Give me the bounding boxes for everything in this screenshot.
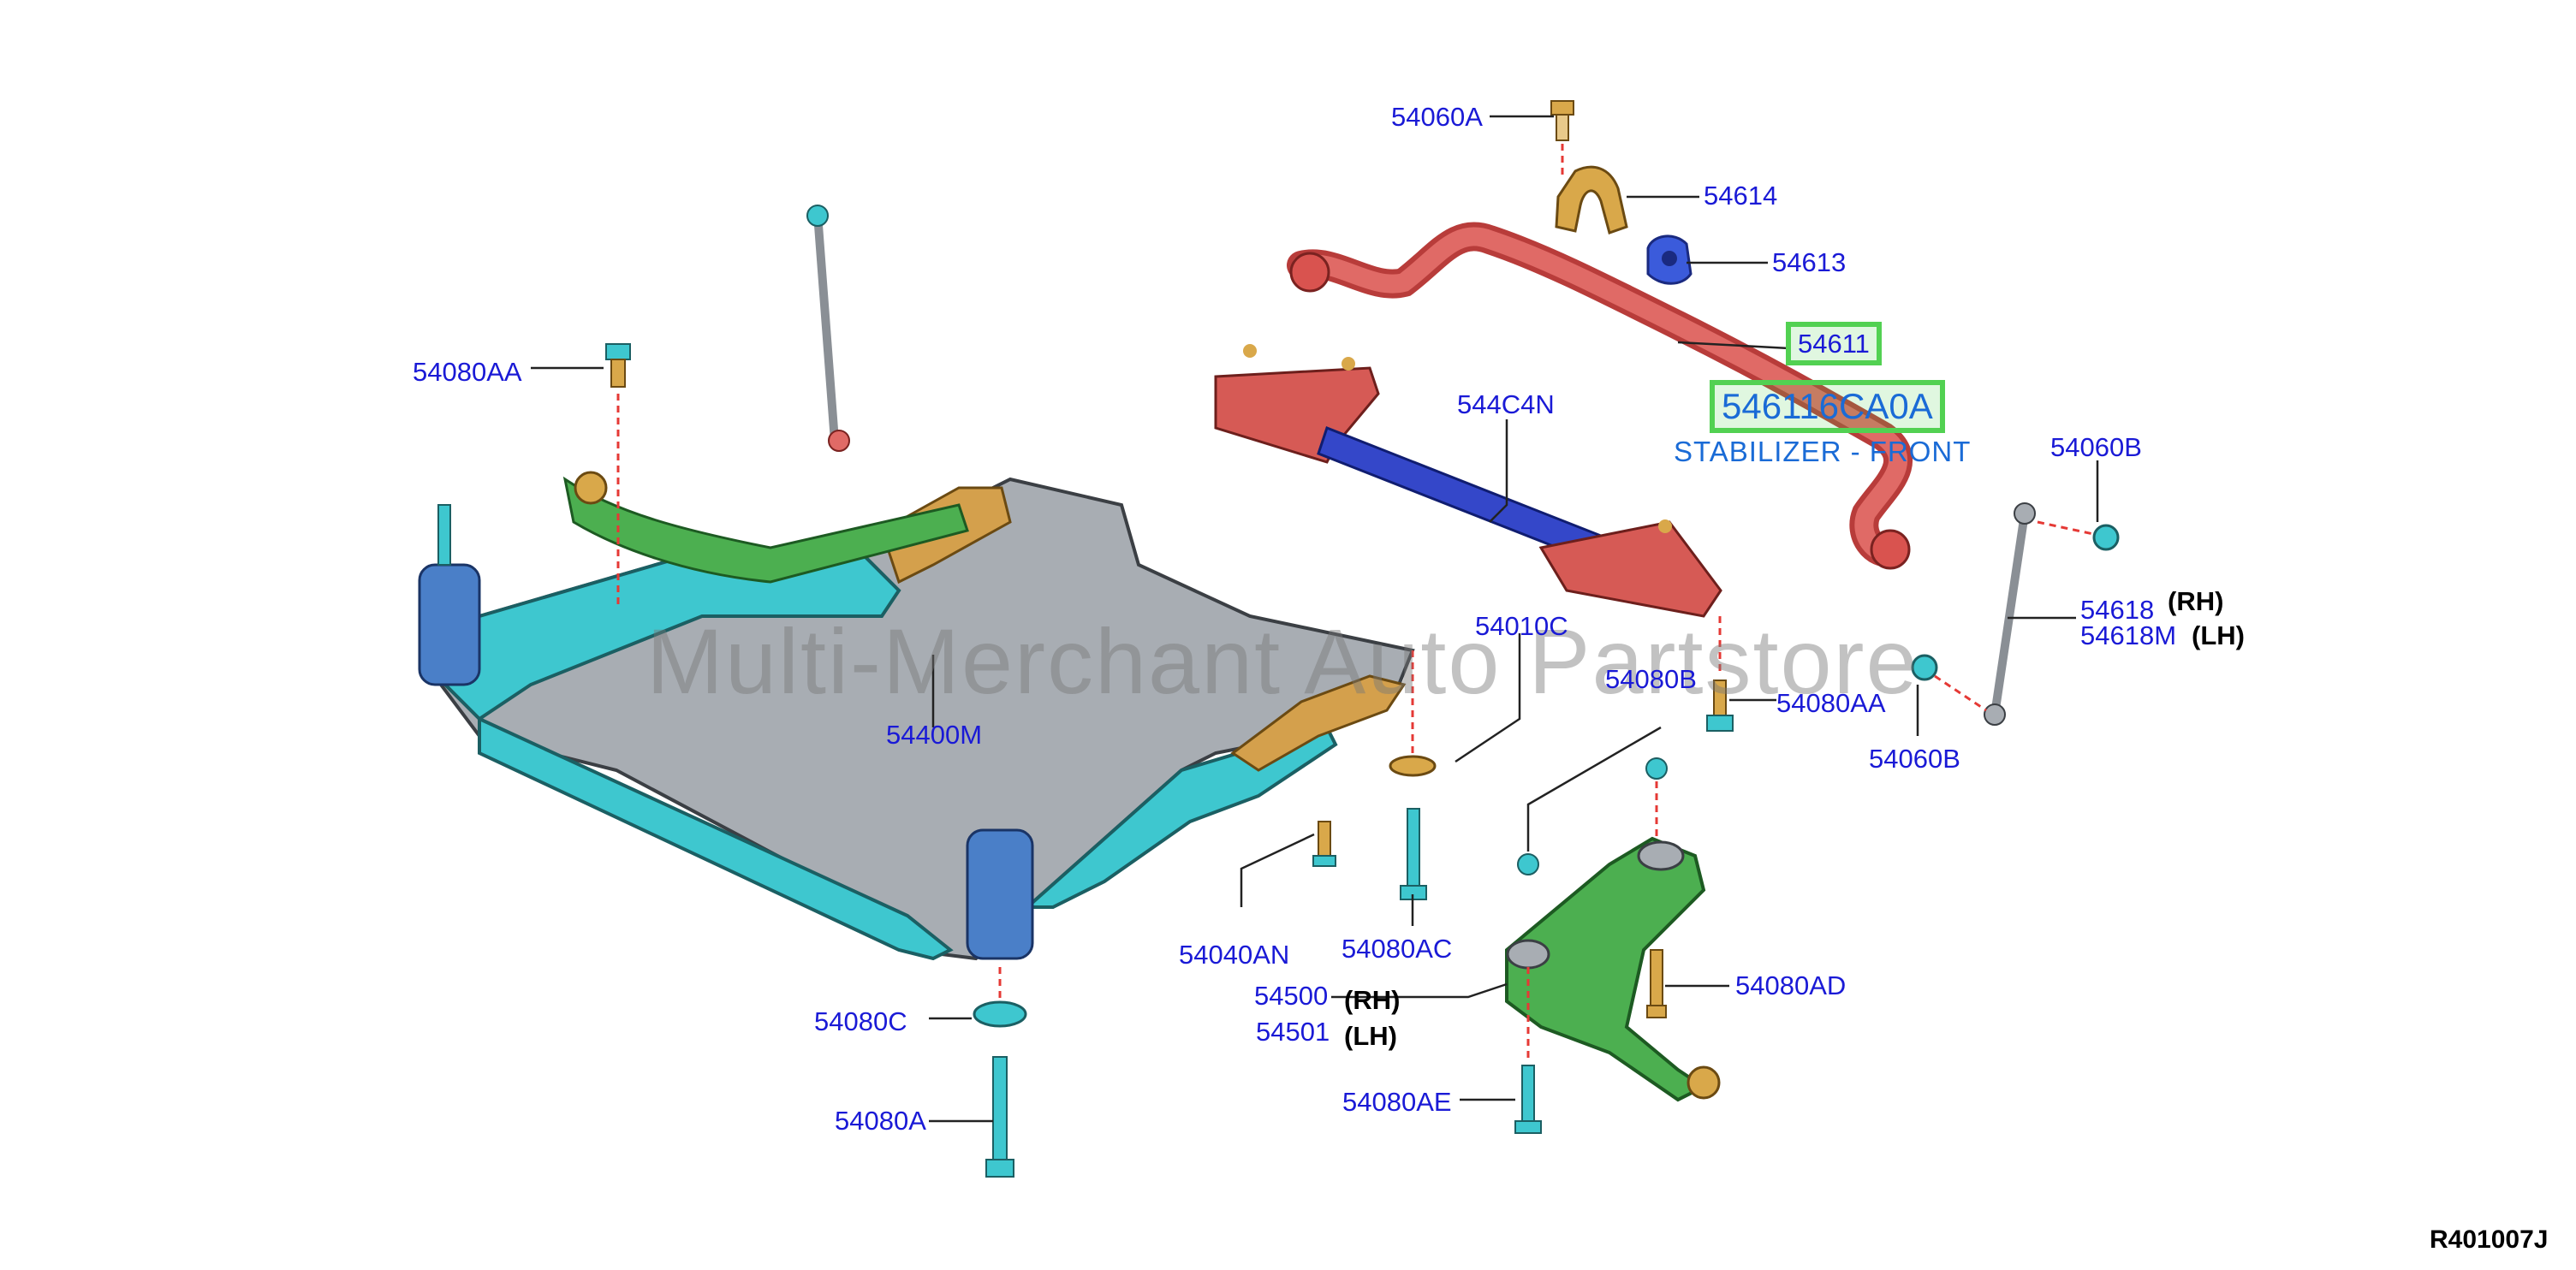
washer-54080c	[973, 1000, 1027, 1028]
callout-54060b-bottom[interactable]: 54060B	[1869, 744, 1960, 774]
callout-54500-rh: (RH)	[1344, 985, 1401, 1015]
callout-54618m-lh: (LH)	[2192, 620, 2245, 650]
stabilizer-link-left	[806, 205, 850, 452]
bolt-54080aa-left	[605, 343, 631, 608]
callout-544c4n[interactable]: 544C4N	[1457, 389, 1555, 419]
callout-54060b-top[interactable]: 54060B	[2050, 432, 2142, 462]
rear-link-green	[562, 471, 969, 584]
callout-54080a[interactable]: 54080A	[835, 1106, 926, 1136]
front-cross-member	[1214, 344, 1722, 618]
stabilizer-link-right	[1911, 502, 2120, 726]
callout-54080ac[interactable]: 54080AC	[1342, 934, 1453, 964]
bolt-54080ae	[1514, 1065, 1542, 1134]
callout-54500[interactable]: 54500	[1254, 981, 1329, 1011]
callout-54080c[interactable]: 54080C	[814, 1006, 907, 1036]
subframe-bushing-left	[418, 504, 481, 686]
bolt-54040an	[1312, 821, 1336, 867]
stabilizer-clamp-bracket	[1555, 165, 1628, 234]
callout-54080b[interactable]: 54080B	[1605, 664, 1697, 694]
callout-54040an[interactable]: 54040AN	[1179, 940, 1290, 970]
stabilizer-bar	[1287, 222, 1913, 570]
front-suspension-member	[425, 477, 1415, 961]
callout-54080aa-right[interactable]: 54080AA	[1776, 688, 1886, 718]
callout-54060a[interactable]: 54060A	[1391, 102, 1483, 132]
leader-lines	[531, 115, 2099, 1123]
nut-54080b	[1517, 757, 1668, 875]
callout-54613[interactable]: 54613	[1772, 247, 1847, 277]
callout-54501-lh: (LH)	[1344, 1021, 1397, 1051]
watermark: Multi-Merchant Auto Partstore	[646, 609, 1919, 713]
stabilizer-bushing	[1646, 234, 1693, 285]
callout-54080ad[interactable]: 54080AD	[1735, 970, 1847, 1000]
bolt-54060a	[1550, 100, 1574, 180]
bolt-54080ac	[1400, 808, 1427, 900]
diagram-reference-code: R401007J	[2430, 1225, 2549, 1254]
callout-54611[interactable]: 54611	[1786, 322, 1882, 365]
callout-54080aa-left[interactable]: 54080AA	[413, 357, 522, 387]
subframe-bushing-front	[966, 828, 1034, 1006]
callout-54614[interactable]: 54614	[1704, 181, 1778, 211]
callout-54618m[interactable]: 54618M	[2080, 620, 2177, 650]
bolt-54080aa-right	[1706, 616, 1734, 732]
callout-546116ca0a[interactable]: 546116CA0A	[1710, 380, 1945, 433]
callout-54080ae[interactable]: 54080AE	[1342, 1087, 1452, 1117]
callout-54010c[interactable]: 54010C	[1475, 611, 1568, 641]
washer-54010c	[1389, 650, 1437, 777]
callout-54618-rh: (RH)	[2168, 586, 2224, 616]
callout-54400m[interactable]: 54400M	[886, 720, 983, 750]
bolt-54080ad	[1646, 949, 1667, 1018]
callout-54501[interactable]: 54501	[1256, 1017, 1330, 1047]
stabilizer-caption: STABILIZER - FRONT	[1674, 436, 1972, 467]
lower-control-arm	[1505, 757, 1721, 1102]
callout-54618[interactable]: 54618	[2080, 595, 2155, 625]
bolt-54080a	[985, 1056, 1014, 1178]
